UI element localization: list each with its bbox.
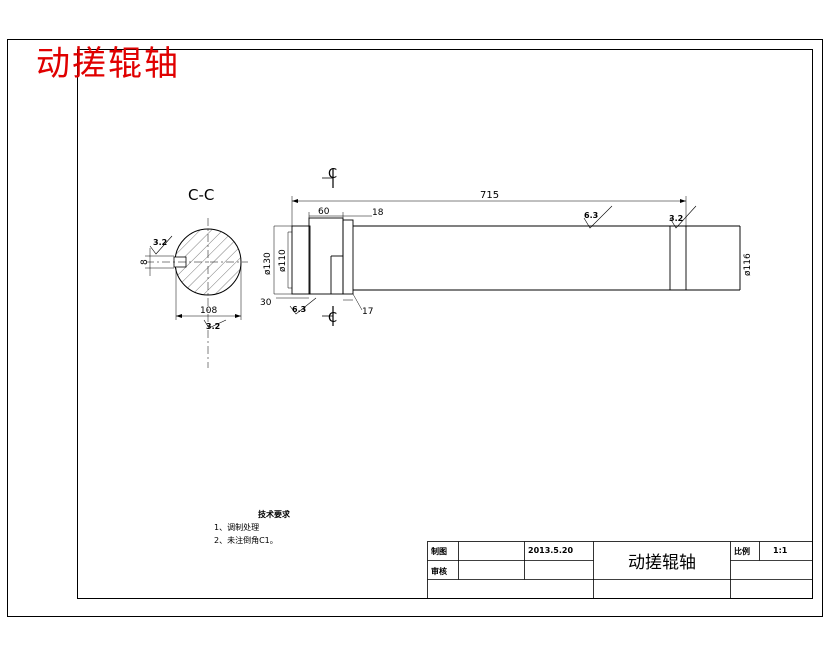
date: 2013.5.20 <box>528 546 574 555</box>
dia-110: ø110 <box>278 249 288 272</box>
inner-border <box>77 49 813 599</box>
dia-130: ø130 <box>263 252 273 275</box>
finish-end: 3.2 <box>669 214 683 223</box>
part-name: 动搓辊轴 <box>628 553 696 573</box>
dia-116: ø116 <box>743 253 753 276</box>
technical-notes: 技术要求 1、调制处理 2、未注倒角C1。 <box>214 508 290 547</box>
finish-body: 6.3 <box>584 211 598 220</box>
dim-18: 18 <box>372 208 384 218</box>
finish-keyway: 3.2 <box>153 238 167 247</box>
label-drawn: 制图 <box>431 547 447 556</box>
label-checked: 审核 <box>431 567 447 576</box>
section-cut-bottom: C <box>328 311 337 326</box>
label-scale: 比例 <box>734 547 750 556</box>
finish-bottom: 3.2 <box>206 322 220 331</box>
dim-30: 30 <box>260 298 272 308</box>
finish-left: 6.3 <box>292 305 306 314</box>
outer-border <box>7 39 823 617</box>
shaft-view <box>273 168 741 326</box>
section-label: C-C <box>188 186 214 204</box>
notes-title: 技术要求 <box>258 510 290 519</box>
notes-line-1: 1、调制处理 <box>214 523 260 532</box>
dim-keyway: 8 <box>140 259 150 265</box>
notes-line-2: 2、未注倒角C1。 <box>214 536 278 545</box>
dim-17: 17 <box>362 307 373 317</box>
section-cut-top: C <box>328 167 337 182</box>
drawing-title: 动搓辊轴 <box>36 44 180 84</box>
title-block <box>427 541 813 599</box>
scale: 1:1 <box>773 546 788 555</box>
section-view <box>145 218 248 368</box>
dim-depth: 108 <box>200 306 217 316</box>
dim-60: 60 <box>318 207 330 217</box>
dim-overall: 715 <box>480 190 499 201</box>
